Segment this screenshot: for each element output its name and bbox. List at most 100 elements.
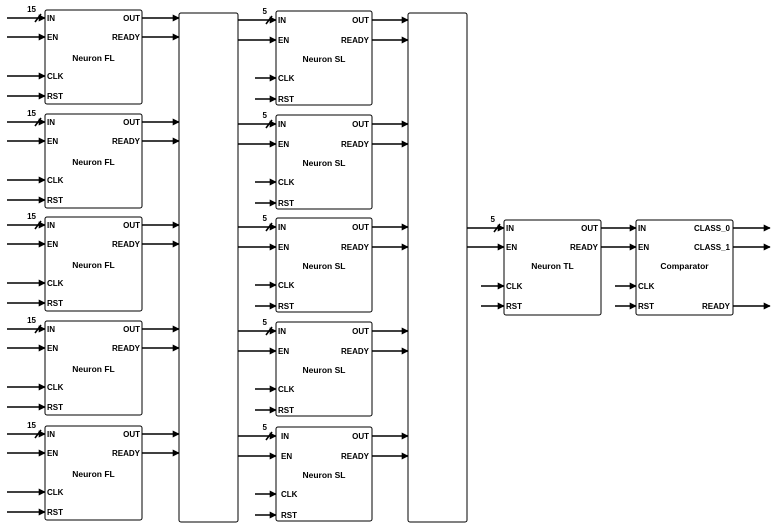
neuron-fl-4-bus-slash (34, 324, 42, 334)
neuron-fl-5-bus-width-label: 15 (27, 421, 36, 430)
neuron-fl-block-2 (44, 113, 143, 209)
neuron-tl-port-out: OUT (581, 224, 598, 233)
neuron-sl-4-port-out: OUT (352, 327, 369, 336)
neuron-sl-block-3 (275, 217, 373, 313)
interconnect-block-1 (178, 12, 239, 523)
neuron-sl-3-port-in: IN (278, 223, 286, 232)
neuron-sl-3-port-rst: RST (278, 302, 294, 311)
neuron-fl-5-port-clk: CLK (47, 488, 64, 497)
neuron-tl-title: Neuron TL (531, 261, 574, 271)
neuron-fl-5-port-in: IN (47, 430, 55, 439)
neuron-sl-2-bus-width-label: 5 (263, 111, 268, 120)
neuron-fl-2-port-out: OUT (123, 118, 140, 127)
comparator-port-class-0: CLASS_0 (694, 224, 731, 233)
neuron-fl-4-port-ready: READY (112, 344, 141, 353)
neuron-fl-3-port-out: OUT (123, 221, 140, 230)
neuron-sl-4-port-clk: CLK (278, 385, 295, 394)
neuron-fl-5-bus-slash (34, 429, 42, 439)
neuron-fl-5-port-rst: RST (47, 508, 63, 517)
neuron-fl-3-port-rst: RST (47, 299, 63, 308)
comparator-port-class-1: CLASS_1 (694, 243, 731, 252)
neuron-fl-1-port-out: OUT (123, 14, 140, 23)
neuron-sl-3-port-clk: CLK (278, 281, 295, 290)
neuron-sl-2-port-clk: CLK (278, 178, 295, 187)
neuron-fl-1-bus-slash (34, 13, 42, 23)
neuron-sl-1-bus-width-label: 5 (263, 7, 268, 16)
neuron-sl-3-port-en: EN (278, 243, 289, 252)
neuron-sl-3-bus-width-label: 5 (263, 214, 268, 223)
neuron-fl-4-port-in: IN (47, 325, 55, 334)
neuron-fl-block-5 (44, 425, 143, 521)
interconnect-block-2 (407, 12, 468, 523)
neuron-tl-bus-slash (493, 223, 501, 233)
neuron-sl-4-port-in: IN (278, 327, 286, 336)
neuron-sl-5-bus-slash (265, 431, 273, 441)
neuron-fl-4-port-rst: RST (47, 403, 63, 412)
neuron-tl-port-in: IN (506, 224, 514, 233)
neuron-tl-bus-width-label: 5 (491, 215, 496, 224)
neuron-fl-3-bus-width-label: 15 (27, 212, 36, 221)
comparator-port-in: IN (638, 224, 646, 233)
neuron-sl-4-bus-slash (265, 326, 273, 336)
neuron-fl-block-3 (44, 216, 143, 312)
neuron-sl-4-title: Neuron SL (303, 365, 346, 375)
neuron-sl-block-5 (275, 426, 373, 522)
neuron-fl-3-port-en: EN (47, 240, 58, 249)
neuron-tl-block (503, 219, 602, 316)
neuron-sl-5-port-out: OUT (352, 432, 369, 441)
neuron-tl-port-en: EN (506, 243, 517, 252)
neuron-sl-3-port-out: OUT (352, 223, 369, 232)
neuron-sl-block-4 (275, 321, 373, 417)
comparator-port-en: EN (638, 243, 649, 252)
neuron-fl-4-bus-width-label: 15 (27, 316, 36, 325)
neuron-fl-2-bus-slash (34, 117, 42, 127)
comparator-port-ready: READY (702, 302, 731, 311)
neuron-fl-3-port-in: IN (47, 221, 55, 230)
comparator-port-rst: RST (638, 302, 654, 311)
neuron-tl-port-ready: READY (570, 243, 599, 252)
neuron-sl-1-port-out: OUT (352, 16, 369, 25)
neuron-sl-2-port-en: EN (278, 140, 289, 149)
neuron-fl-3-bus-slash (34, 220, 42, 230)
comparator-block (635, 219, 734, 316)
neuron-sl-4-port-en: EN (278, 347, 289, 356)
neuron-sl-4-bus-width-label: 5 (263, 318, 268, 327)
neuron-sl-5-port-rst: RST (281, 511, 297, 520)
neuron-fl-block-1 (44, 9, 143, 105)
neuron-sl-3-bus-slash (265, 222, 273, 232)
neuron-sl-2-bus-slash (265, 119, 273, 129)
wires (7, 13, 771, 519)
neuron-sl-3-title: Neuron SL (303, 261, 346, 271)
neuron-sl-block-2 (275, 114, 373, 210)
neuron-fl-4-title: Neuron FL (72, 364, 115, 374)
neuron-fl-2-port-ready: READY (112, 137, 141, 146)
neuron-sl-3-port-ready: READY (341, 243, 370, 252)
neuron-tl-port-clk: CLK (506, 282, 523, 291)
neuron-fl-3-title: Neuron FL (72, 260, 115, 270)
neuron-sl-1-port-ready: READY (341, 36, 370, 45)
neuron-sl-block-1 (275, 10, 373, 106)
neuron-sl-2-port-in: IN (278, 120, 286, 129)
neuron-fl-1-port-en: EN (47, 33, 58, 42)
neuron-fl-3-port-clk: CLK (47, 279, 64, 288)
neuron-sl-5-bus-width-label: 5 (263, 423, 268, 432)
blocks (44, 9, 734, 523)
neuron-fl-2-port-en: EN (47, 137, 58, 146)
neuron-fl-block-4 (44, 320, 143, 416)
neuron-fl-1-title: Neuron FL (72, 53, 115, 63)
neuron-fl-2-port-rst: RST (47, 196, 63, 205)
neuron-sl-1-bus-slash (265, 15, 273, 25)
neuron-fl-5-port-ready: READY (112, 449, 141, 458)
neuron-sl-5-port-clk: CLK (281, 490, 298, 499)
neuron-fl-1-port-rst: RST (47, 92, 63, 101)
neuron-fl-2-port-clk: CLK (47, 176, 64, 185)
neuron-fl-1-bus-width-label: 15 (27, 5, 36, 14)
neuron-fl-3-port-ready: READY (112, 240, 141, 249)
neuron-sl-1-port-en: EN (278, 36, 289, 45)
comparator-port-clk: CLK (638, 282, 655, 291)
neuron-sl-1-title: Neuron SL (303, 54, 346, 64)
neuron-fl-5-port-out: OUT (123, 430, 140, 439)
neuron-sl-1-port-in: IN (278, 16, 286, 25)
neuron-fl-2-port-in: IN (47, 118, 55, 127)
